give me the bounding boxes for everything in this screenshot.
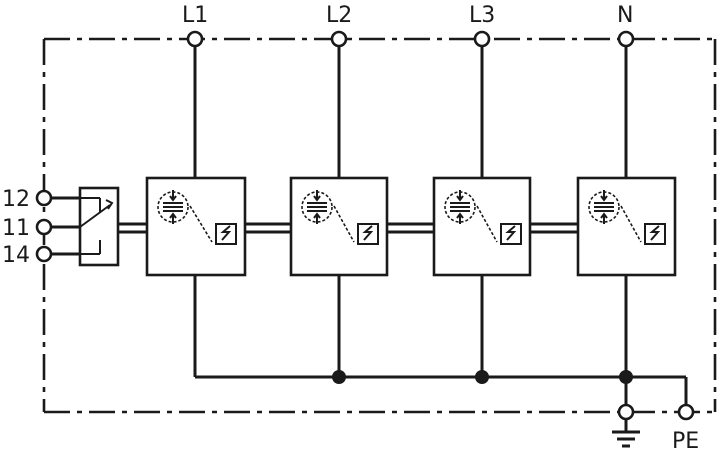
supply-wires — [193, 46, 628, 178]
label-l2: L2 — [326, 3, 352, 28]
terminal-l3 — [473, 30, 491, 48]
remote-signal-contact — [50, 186, 120, 267]
spark-gap-icon — [189, 205, 237, 245]
terminal-l2 — [330, 30, 348, 48]
spark-gap-icon — [333, 205, 379, 245]
spark-gap-icon — [476, 205, 522, 245]
label-12: 12 — [2, 187, 30, 212]
terminal-points — [35, 30, 695, 421]
label-n: N — [617, 3, 633, 28]
module-l3 — [432, 176, 532, 277]
module-l1 — [145, 176, 247, 277]
varistor-icon — [157, 190, 189, 224]
varistor-icon — [444, 190, 476, 224]
module-l2 — [289, 176, 389, 277]
ground-icon — [612, 419, 640, 448]
terminal-14 — [35, 245, 53, 263]
label-l1: L1 — [182, 3, 208, 28]
varistor-icon — [588, 190, 620, 224]
varistor-icon — [301, 190, 333, 224]
label-l3: L3 — [469, 3, 495, 28]
module-n — [576, 176, 677, 277]
changeover-contact-icon — [79, 197, 114, 255]
ground-bus-wires — [193, 275, 688, 405]
label-14: 14 — [2, 243, 30, 268]
terminal-pe — [677, 403, 695, 421]
mechanical-coupling — [118, 222, 578, 234]
terminal-n — [617, 30, 635, 48]
terminal-ground — [617, 403, 635, 421]
terminal-l1 — [186, 30, 204, 48]
junction-dots — [332, 370, 633, 384]
terminal-11 — [35, 218, 53, 236]
label-pe: PE — [672, 429, 699, 454]
label-11: 11 — [2, 216, 30, 241]
spark-gap-icon — [620, 205, 666, 245]
terminal-12 — [35, 189, 53, 207]
